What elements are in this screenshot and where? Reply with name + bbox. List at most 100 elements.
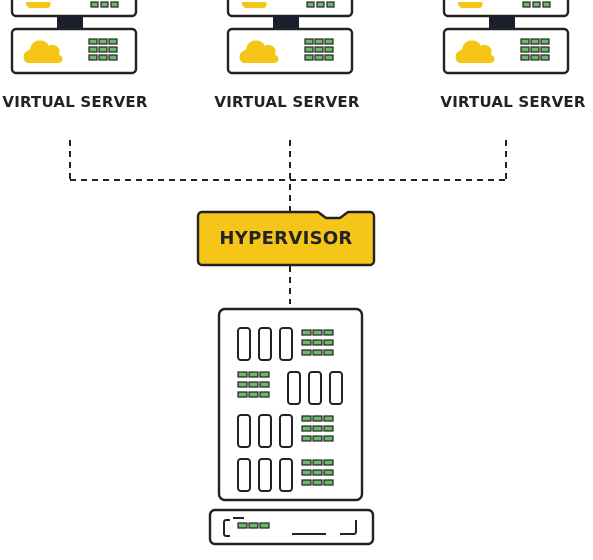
led-indicator [304, 46, 314, 53]
led-indicator [312, 425, 323, 432]
led-indicator [316, 1, 325, 8]
virtual-server-label: VIRTUAL SERVER [214, 93, 360, 111]
hypervisor-label: HYPERVISOR [219, 228, 353, 249]
led-indicator [259, 391, 270, 398]
led-indicator [98, 38, 108, 45]
drive-slot [237, 414, 251, 448]
led-indicator [323, 339, 334, 346]
drive-slot [237, 458, 251, 492]
virtual-server-icon [226, 0, 354, 75]
led-indicator [312, 479, 323, 486]
led-indicator [237, 522, 248, 529]
led-indicator [259, 371, 270, 378]
led-indicator [301, 459, 312, 466]
led-indicator [314, 54, 324, 61]
led-indicator [248, 522, 259, 529]
led-indicator [110, 1, 119, 8]
drive-slot [237, 327, 251, 361]
led-indicator [90, 1, 99, 8]
led-indicator [237, 381, 248, 388]
drive-slot [258, 327, 272, 361]
led-indicator [98, 46, 108, 53]
led-indicator [323, 415, 334, 422]
led-indicator [314, 46, 324, 53]
led-indicator [301, 479, 312, 486]
led-indicator [530, 54, 540, 61]
led-indicator [88, 54, 98, 61]
drive-slot [329, 371, 343, 405]
led-indicator [312, 469, 323, 476]
led-indicator [323, 469, 334, 476]
virtual-server-icon [10, 0, 138, 75]
drive-slot [279, 414, 293, 448]
led-indicator [540, 46, 550, 53]
led-indicator [324, 54, 334, 61]
led-indicator [301, 349, 312, 356]
led-indicator [530, 38, 540, 45]
led-indicator [100, 1, 109, 8]
bracket [340, 520, 357, 535]
led-indicator [88, 38, 98, 45]
led-indicator [323, 425, 334, 432]
led-indicator [540, 38, 550, 45]
led-indicator [520, 54, 530, 61]
led-indicator [312, 329, 323, 336]
drive-slot [308, 371, 322, 405]
led-indicator [540, 54, 550, 61]
drive-slot [287, 371, 301, 405]
cloud-icon [455, 40, 495, 64]
led-indicator [301, 329, 312, 336]
led-indicator [542, 1, 551, 8]
led-indicator [301, 425, 312, 432]
cloud-icon [241, 2, 267, 8]
led-indicator [312, 435, 323, 442]
connector [489, 16, 515, 28]
connector [57, 16, 83, 28]
drive-slot [279, 458, 293, 492]
led-indicator [248, 371, 259, 378]
drive-slot [258, 458, 272, 492]
led-indicator [306, 1, 315, 8]
led-indicator [522, 1, 531, 8]
led-indicator [323, 479, 334, 486]
server-base [208, 508, 375, 546]
led-indicator [323, 329, 334, 336]
virtual-server-label: VIRTUAL SERVER [440, 93, 586, 111]
connector [273, 16, 299, 28]
led-indicator [323, 459, 334, 466]
virtual-server-icon [442, 0, 570, 75]
led-indicator [108, 54, 118, 61]
base-frame [208, 508, 375, 546]
led-indicator [520, 38, 530, 45]
led-indicator [301, 415, 312, 422]
bracket [223, 519, 230, 537]
led-indicator [314, 38, 324, 45]
cloud-icon [457, 2, 483, 8]
led-indicator [304, 54, 314, 61]
physical-server-icon [217, 307, 364, 502]
led-indicator [301, 339, 312, 346]
cloud-icon [25, 2, 51, 8]
led-indicator [520, 46, 530, 53]
led-indicator [88, 46, 98, 53]
led-indicator [248, 381, 259, 388]
led-indicator [312, 349, 323, 356]
led-indicator [259, 522, 270, 529]
led-indicator [530, 46, 540, 53]
led-indicator [532, 1, 541, 8]
cloud-icon [23, 40, 63, 64]
virtual-server-label: VIRTUAL SERVER [2, 93, 148, 111]
led-indicator [248, 391, 259, 398]
led-indicator [312, 459, 323, 466]
drive-slot [279, 327, 293, 361]
led-indicator [324, 38, 334, 45]
led-indicator [323, 349, 334, 356]
led-indicator [301, 435, 312, 442]
led-indicator [108, 46, 118, 53]
led-indicator [324, 46, 334, 53]
cloud-icon [239, 40, 279, 64]
led-indicator [323, 435, 334, 442]
led-indicator [304, 38, 314, 45]
led-indicator [237, 371, 248, 378]
